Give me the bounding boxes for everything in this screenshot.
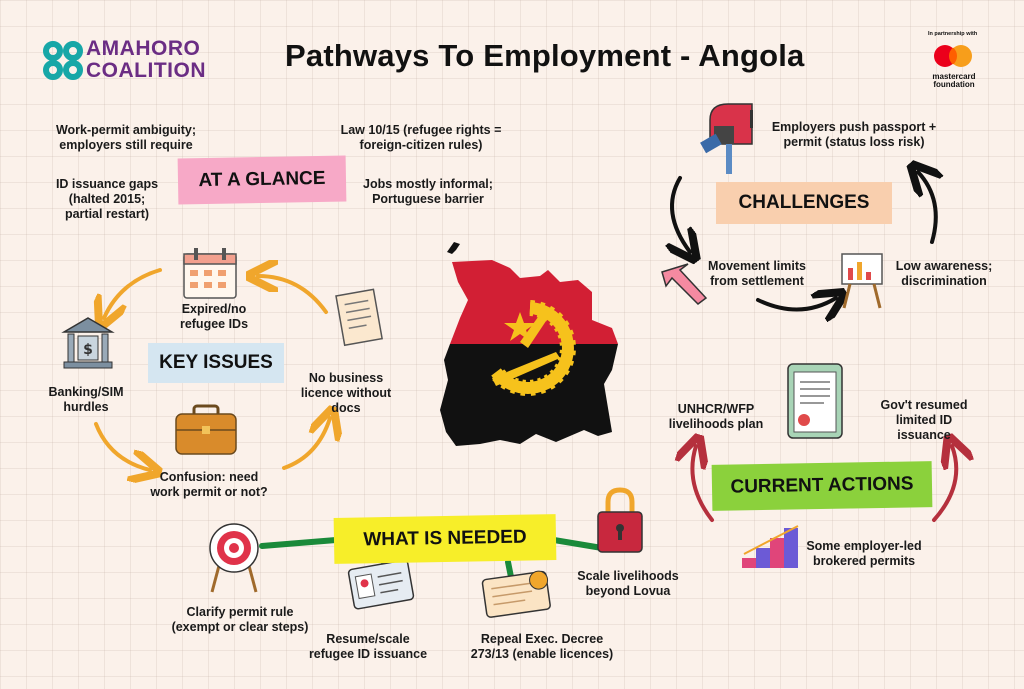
partner-caption: In partnership with: [928, 31, 978, 37]
angola-flag-map: [440, 242, 618, 446]
pink-arrow-icon: [661, 263, 708, 305]
page-title: Pathways To Employment - Angola: [285, 38, 805, 73]
glance-item-law: Law 10/15 (refugee rights = foreign-citi…: [340, 123, 502, 152]
challenges-cycle-arrows: [672, 172, 936, 310]
svg-text:$: $: [83, 342, 93, 358]
diploma-icon: [481, 570, 551, 618]
certificate-icon: [787, 363, 843, 439]
target-icon: [209, 523, 259, 593]
partner-line2: foundation: [933, 80, 975, 89]
challenge-employers-push: Employers push passport + permit (status…: [771, 120, 937, 149]
need-resume-id: Resume/scale refugee ID issuance: [308, 632, 428, 661]
key-issues-cycle-arrows: [96, 270, 330, 470]
briefcase-icon: [175, 404, 237, 455]
current-actions-label: CURRENT ACTIONS: [711, 461, 933, 511]
bank-icon: $: [61, 317, 115, 369]
need-repeal-decree: Repeal Exec. Decree 273/13 (enable licen…: [470, 632, 614, 661]
key-issue-expired-ids: Expired/no refugee IDs: [179, 302, 249, 331]
padlock-icon: [597, 487, 643, 553]
glance-item-work-permit: Work-permit ambiguity; employers still r…: [55, 123, 197, 152]
current-actions-arrows: [692, 446, 956, 522]
id-card-icon: [347, 559, 415, 610]
challenges-label: CHALLENGES: [716, 182, 892, 224]
glance-item-id-gaps: ID issuance gaps (halted 2015; partial r…: [55, 177, 159, 221]
action-unhcr-wfp: UNHCR/WFP livelihoods plan: [668, 402, 764, 431]
glance-item-jobs: Jobs mostly informal; Portuguese barrier: [363, 177, 493, 206]
at-a-glance-label: AT A GLANCE: [177, 155, 347, 205]
stairs-growth-icon: [742, 525, 799, 568]
key-issue-banking-sim: Banking/SIM hurdles: [48, 385, 124, 414]
partner-name: mastercard foundation: [918, 73, 990, 89]
key-issue-work-permit-confusion: Confusion: need work permit or not?: [150, 470, 268, 499]
need-clarify-permit: Clarify permit rule (exempt or clear ste…: [171, 605, 309, 634]
partner-line1: mastercard: [932, 72, 976, 81]
challenge-movement-limits: Movement limits from settlement: [708, 259, 806, 288]
logo-text: AMAHORO COALITION: [86, 38, 206, 82]
calendar-icon: [183, 248, 237, 299]
challenge-low-awareness: Low awareness; discrimination: [895, 259, 993, 288]
mailbox-icon: [700, 103, 753, 174]
action-gov-id-issuance: Gov't resumed limited ID issuance: [880, 398, 968, 442]
amahoro-logo-icon: [43, 41, 83, 80]
logo-line2: COALITION: [86, 59, 206, 82]
what-is-needed-label: WHAT IS NEEDED: [333, 514, 557, 564]
logo-line1: AMAHORO: [86, 37, 201, 60]
need-scale-livelihoods: Scale livelihoods beyond Lovua: [577, 569, 679, 598]
key-issues-label: KEY ISSUES: [148, 343, 284, 383]
key-issue-business-licence: No business licence without docs: [300, 371, 392, 415]
mastercard-logo-icon: [934, 45, 972, 67]
document-icon: [335, 288, 383, 347]
action-employer-permits: Some employer-led brokered permits: [806, 539, 922, 568]
presentation-board-icon: [841, 253, 883, 309]
